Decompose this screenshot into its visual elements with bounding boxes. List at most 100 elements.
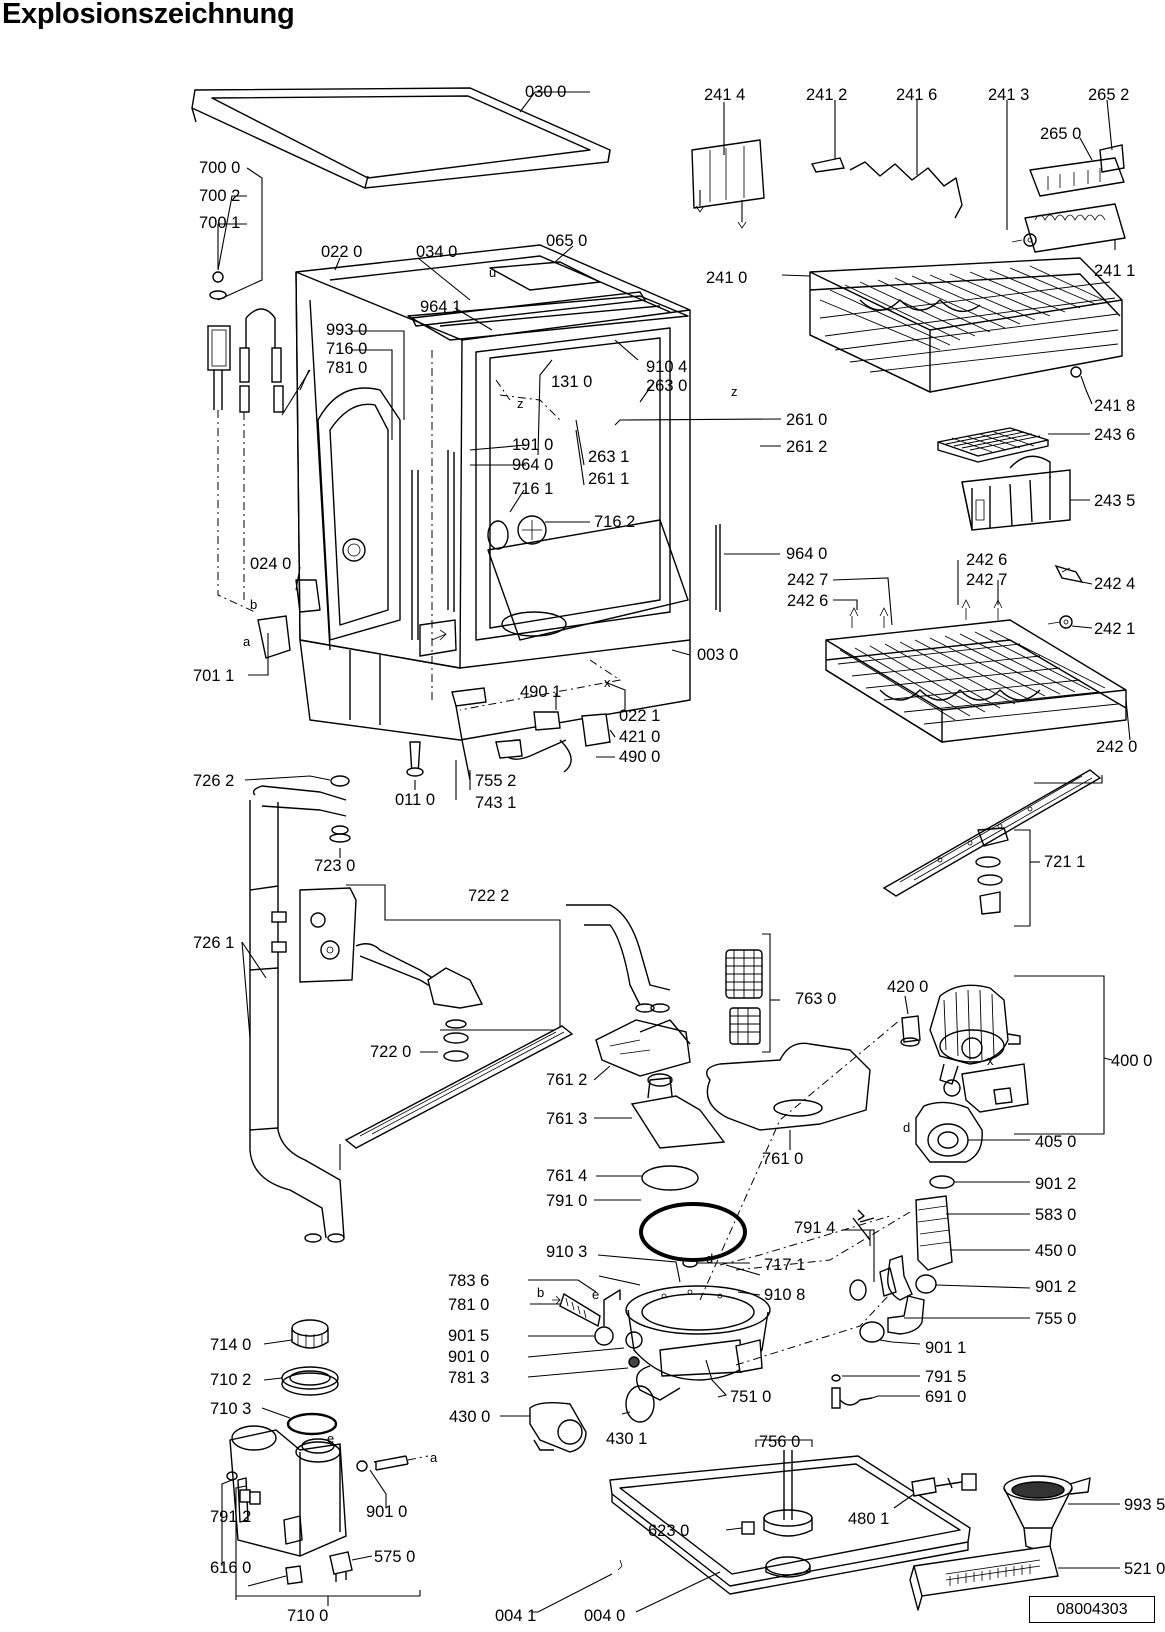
part-label: 583 0 (1035, 1206, 1076, 1224)
reference-markers: z z u x x b a d d b e e a (243, 265, 994, 1465)
part-label: 261 2 (786, 438, 827, 456)
part-label: 243 6 (1094, 426, 1135, 444)
part-label: 910 3 (546, 1243, 587, 1261)
reference-marker: b (250, 597, 257, 612)
part-label: 700 0 (199, 159, 240, 177)
funnel (1003, 1475, 1120, 1550)
part-label: 964 0 (512, 456, 553, 474)
lower-basket (825, 560, 1131, 743)
sump (597, 1019, 911, 1401)
part-label: 901 2 (1035, 1278, 1076, 1296)
part-label: 490 1 (520, 683, 561, 701)
part-label: 263 1 (588, 448, 629, 466)
part-label: 691 0 (925, 1388, 966, 1406)
control-panel (909, 1545, 1120, 1611)
part-label: 716 0 (326, 340, 367, 358)
hinge-spring-assembly (207, 167, 291, 676)
part-label: 421 0 (619, 728, 660, 746)
reference-marker: a (430, 1450, 438, 1465)
part-label: 521 0 (1124, 1560, 1165, 1578)
reference-marker: d (706, 1251, 713, 1266)
part-label: 065 0 (546, 232, 587, 250)
part-label: 716 2 (594, 513, 635, 531)
part-label: 901 2 (1035, 1175, 1076, 1193)
salt-container-assembly (221, 1319, 429, 1606)
part-label: 700 2 (199, 187, 240, 205)
part-label: 004 0 (584, 1607, 625, 1625)
part-label: 781 3 (448, 1369, 489, 1387)
reference-marker: a (243, 634, 251, 649)
reference-marker: x (604, 675, 611, 690)
part-label: 781 0 (448, 1296, 489, 1314)
part-label: 241 6 (896, 86, 937, 104)
part-label: 710 3 (210, 1400, 251, 1418)
part-label: 405 0 (1035, 1133, 1076, 1151)
cutlery-basket (937, 427, 1090, 531)
upper-spray-arm (882, 769, 1103, 927)
part-label: 011 0 (395, 791, 435, 809)
part-label: 710 2 (210, 1371, 251, 1389)
part-label: 420 0 (887, 978, 928, 996)
reference-marker: d (903, 1120, 910, 1135)
part-label: 243 5 (1094, 492, 1135, 510)
part-label: 242 6 (787, 592, 828, 610)
part-label: 131 0 (551, 373, 592, 391)
part-label: 430 1 (606, 1430, 647, 1448)
part-label: 755 0 (1035, 1310, 1076, 1328)
top-cover (191, 87, 611, 189)
part-label: 242 6 (966, 551, 1007, 569)
part-label: 241 3 (988, 86, 1029, 104)
sump-left-parts (500, 1279, 655, 1453)
part-label: 265 2 (1088, 86, 1129, 104)
part-label: 761 4 (546, 1167, 587, 1185)
part-label: 714 0 (210, 1336, 251, 1354)
part-label: 791 2 (210, 1508, 251, 1526)
part-label: 791 0 (546, 1192, 587, 1210)
part-label: 241 8 (1094, 397, 1135, 415)
part-label: 265 0 (1040, 125, 1081, 143)
part-label: 263 0 (646, 377, 687, 395)
reference-marker: b (537, 1285, 544, 1300)
part-label: 901 5 (448, 1327, 489, 1345)
part-label: 022 0 (321, 243, 362, 261)
part-label: 726 2 (193, 772, 234, 790)
float-switch (893, 1473, 977, 1509)
part-label: 241 4 (704, 86, 745, 104)
document-number-box: 08004303 (1029, 1596, 1155, 1623)
part-label: 261 1 (588, 470, 629, 488)
part-label: 022 1 (619, 707, 660, 725)
part-label: 241 2 (806, 86, 847, 104)
part-label: 241 1 (1094, 262, 1135, 280)
part-label: 901 0 (448, 1348, 489, 1366)
part-label: 783 6 (448, 1272, 489, 1290)
reference-marker: u (489, 265, 496, 280)
part-label: 480 1 (848, 1510, 889, 1528)
part-label: 430 0 (449, 1408, 490, 1426)
reference-marker: z (517, 396, 524, 411)
part-label: 723 0 (314, 857, 355, 875)
part-label: 003 0 (697, 646, 738, 664)
part-label: 755 2 (475, 772, 516, 790)
part-label: 575 0 (374, 1548, 415, 1566)
part-label: 910 4 (646, 358, 687, 376)
reference-marker: e (592, 1287, 599, 1302)
part-label: 763 0 (795, 990, 836, 1008)
tub-leaders (281, 245, 782, 710)
part-label: 450 0 (1035, 1242, 1076, 1260)
part-label: 751 0 (730, 1388, 771, 1406)
part-label: 910 8 (764, 1286, 805, 1304)
part-label: 791 5 (925, 1368, 966, 1386)
water-feed-tube (241, 775, 574, 1243)
part-label: 241 0 (706, 269, 747, 287)
part-label: 993 0 (326, 321, 367, 339)
part-label: 701 1 (193, 667, 234, 685)
part-label: 781 0 (326, 359, 367, 377)
part-label: 791 4 (794, 1219, 835, 1237)
part-label: 721 1 (1044, 853, 1085, 871)
part-label: 993 5 (1124, 1496, 1165, 1514)
part-label: 761 0 (762, 1150, 803, 1168)
part-label: 710 0 (287, 1607, 328, 1625)
part-label: 490 0 (619, 748, 660, 766)
part-label: 726 1 (193, 934, 234, 952)
document-number: 08004303 (1056, 1601, 1128, 1618)
